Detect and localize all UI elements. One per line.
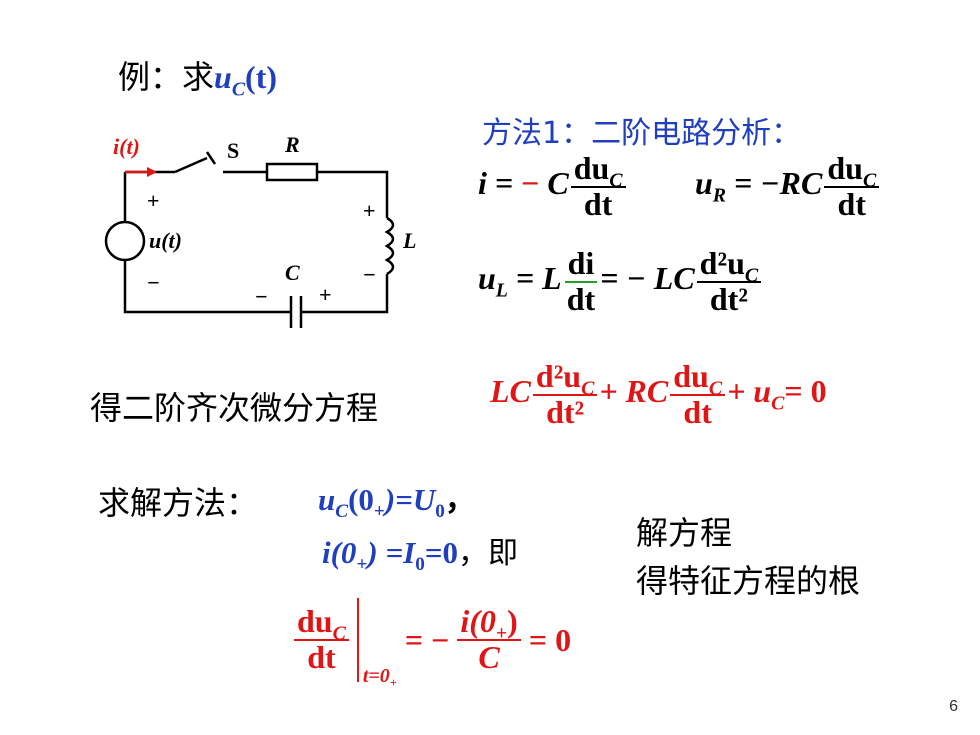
note-characteristic-roots: 得特征方程的根 <box>636 562 861 600</box>
switch-label: S <box>227 138 239 163</box>
evaluation-point: t=0+ <box>362 665 397 690</box>
current-arrowhead <box>147 167 157 177</box>
ode-label: 得二阶齐次微分方程 <box>90 389 379 427</box>
capacitor-minus: − <box>255 284 268 309</box>
solution-label: 求解方法： <box>98 484 259 522</box>
example-title: 例：求uC(t) <box>118 58 278 101</box>
circuit-diagram: i(t) S R L C u(t) + − + − − + <box>104 132 416 328</box>
target-arg: (t) <box>245 59 278 95</box>
voltage-source-symbol <box>104 220 146 262</box>
capacitor-label: C <box>285 260 300 285</box>
inductor-symbol <box>384 216 395 276</box>
inductor-plus: + <box>363 198 376 223</box>
rhs-fraction: i(0+)C <box>457 605 521 674</box>
capacitor-symbol <box>289 296 303 328</box>
method1-title: 方法1：二阶电路分析： <box>482 116 802 151</box>
source-label: u(t) <box>149 228 182 253</box>
current-label: i(t) <box>113 134 140 159</box>
resistor-label: R <box>284 132 300 157</box>
inductor-label: L <box>402 228 416 253</box>
source-minus: − <box>147 270 160 295</box>
switch-blade <box>174 156 208 174</box>
initial-condition-voltage: uC(0+)=U0， <box>318 482 476 523</box>
inductor-minus: − <box>363 262 376 287</box>
note-solve-equation: 解方程 <box>636 514 733 552</box>
switch-contact <box>205 151 217 165</box>
source-plus: + <box>147 188 160 213</box>
wire-bottom-left <box>123 260 291 314</box>
wire-top-right <box>317 170 389 218</box>
wire-bottom-right <box>301 274 389 314</box>
initial-condition-current: i(0+) =I0=0，即 <box>322 535 518 576</box>
evaluation-bar <box>356 598 359 682</box>
page-number: 6 <box>949 698 958 715</box>
resistor-symbol <box>265 162 319 182</box>
capacitor-plus: + <box>319 282 332 307</box>
